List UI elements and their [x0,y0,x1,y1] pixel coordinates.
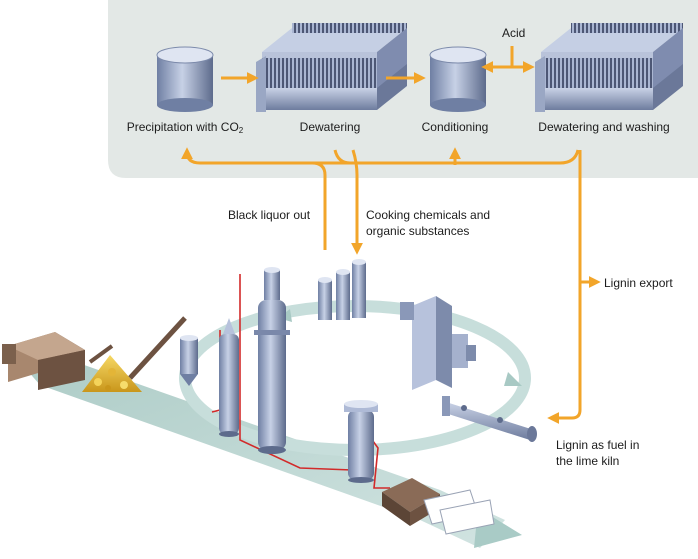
wood-handling-building [2,332,85,390]
wood-chip-pile [82,355,142,392]
label-black-liquor-out: Black liquor out [228,208,311,222]
loop-arrowhead [504,372,522,386]
evaporation-tower [254,267,290,454]
conditioning-tank [429,46,487,112]
label-dewatering: Dewatering [299,120,361,134]
washing-tower [344,400,378,483]
digester [219,318,239,437]
dewatering-filter-press [256,23,407,112]
chip-conveyor [88,344,114,364]
label-lignin-fuel-line1: Lignin as fuel in [556,438,640,452]
label-cooking-chemicals-line2: organic substances [366,224,470,238]
chip-bin [180,335,198,386]
label-lignin-fuel-line2: the lime kiln [556,454,620,468]
label-acid: Acid [502,26,526,40]
process-flow-arrows [181,46,601,424]
precipitation-tank [156,46,214,112]
recovery-boiler [400,296,476,390]
lime-kiln [442,396,537,442]
label-conditioning: Conditioning [421,120,489,134]
paper-machine [382,478,495,535]
label-dewatering-washing: Dewatering and washing [538,120,670,134]
label-cooking-chemicals-line1: Cooking chemicals and [366,208,491,222]
dewatering-washing-filter-press [535,23,683,112]
storage-cylinders [318,259,366,320]
label-lignin-export: Lignin export [604,276,673,290]
chip-conveyor [128,316,187,380]
label-precipitation: Precipitation with CO2 [126,120,244,135]
